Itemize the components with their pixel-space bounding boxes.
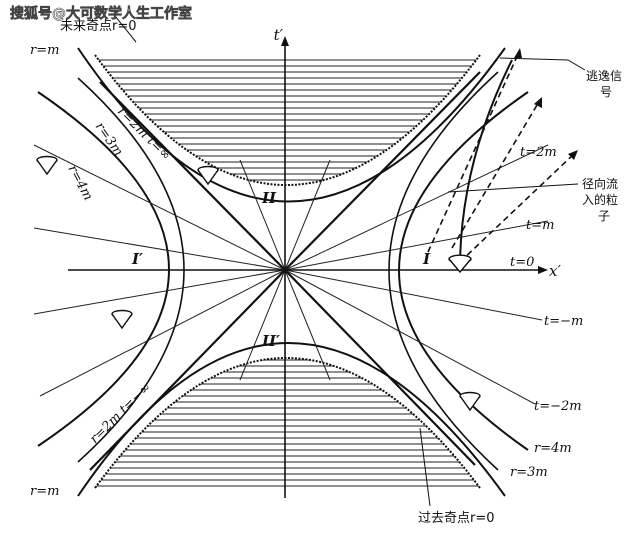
escape-arrow-1: [514, 48, 522, 58]
label-t2m: t=2m: [520, 145, 557, 160]
light-cone-icon: [36, 155, 58, 176]
label-tneg-2m: t=−2m: [534, 399, 582, 414]
region-II: II: [261, 189, 277, 207]
region-I-prime: I′: [131, 250, 143, 268]
light-cone-icon: [111, 309, 133, 330]
label-bottom-right-r4m: r=4m: [534, 441, 572, 456]
light-cone-icons: [36, 155, 481, 412]
past-singularity-boundary: [94, 357, 481, 489]
horizon-future-left: [99, 81, 286, 271]
t-axis-arrow: [281, 36, 289, 46]
watermark: 搜狐号@大可数学人生工作室: [10, 5, 192, 22]
infalling-particle-worldline: [459, 59, 513, 263]
region-I: I: [422, 250, 431, 268]
radial-particle-annotation: 径向流 入的粒 子: [582, 176, 618, 223]
label-tm: t=m: [526, 218, 554, 233]
x-axis-arrow: [538, 266, 548, 274]
escape-arrow-3: [568, 150, 578, 160]
rm-hyperbola-top: [77, 47, 506, 203]
future-singularity-boundary: [94, 54, 481, 186]
escape-signal-annotation: 逃逸信 号: [586, 69, 622, 99]
escape-signal-line-1: 逃逸信: [586, 69, 622, 83]
horizon-future-right: [284, 71, 481, 271]
radial-particle-line-3: 子: [598, 209, 610, 223]
escape-arrow-2: [534, 97, 542, 108]
label-r4m: r=4m: [64, 163, 95, 203]
radial-particle-line-2: 入的粒: [582, 192, 618, 207]
region-II-prime: II′: [261, 332, 280, 350]
label-bottom-right-r3m: r=3m: [510, 465, 548, 480]
label-top-left-rm: r=m: [30, 43, 59, 58]
time-lines: [33, 144, 549, 405]
t-axis-label: t′: [274, 26, 284, 44]
light-cone-icon: [448, 254, 472, 274]
label-t0: t=0: [510, 255, 534, 270]
annotation-pointers: [114, 15, 586, 507]
label-r3m: r=3m: [92, 120, 126, 160]
escape-signal-line-2: 号: [600, 85, 612, 99]
light-cone-icon: [459, 391, 481, 412]
horizon-past-right: [284, 269, 476, 466]
x-axis-label: x′: [549, 262, 561, 280]
radial-particle-line-1: 径向流: [582, 176, 618, 191]
past-singularity-label: 过去奇点r=0: [418, 510, 495, 526]
label-bottom-left-rm: r=m: [30, 484, 59, 499]
future-singularity-label: 未来奇点r=0: [60, 18, 137, 34]
escape-signals: [427, 49, 577, 263]
label-tneg-m: t=−m: [544, 314, 583, 329]
horizon-past-left: [89, 269, 286, 471]
light-cone-icon: [197, 165, 219, 186]
